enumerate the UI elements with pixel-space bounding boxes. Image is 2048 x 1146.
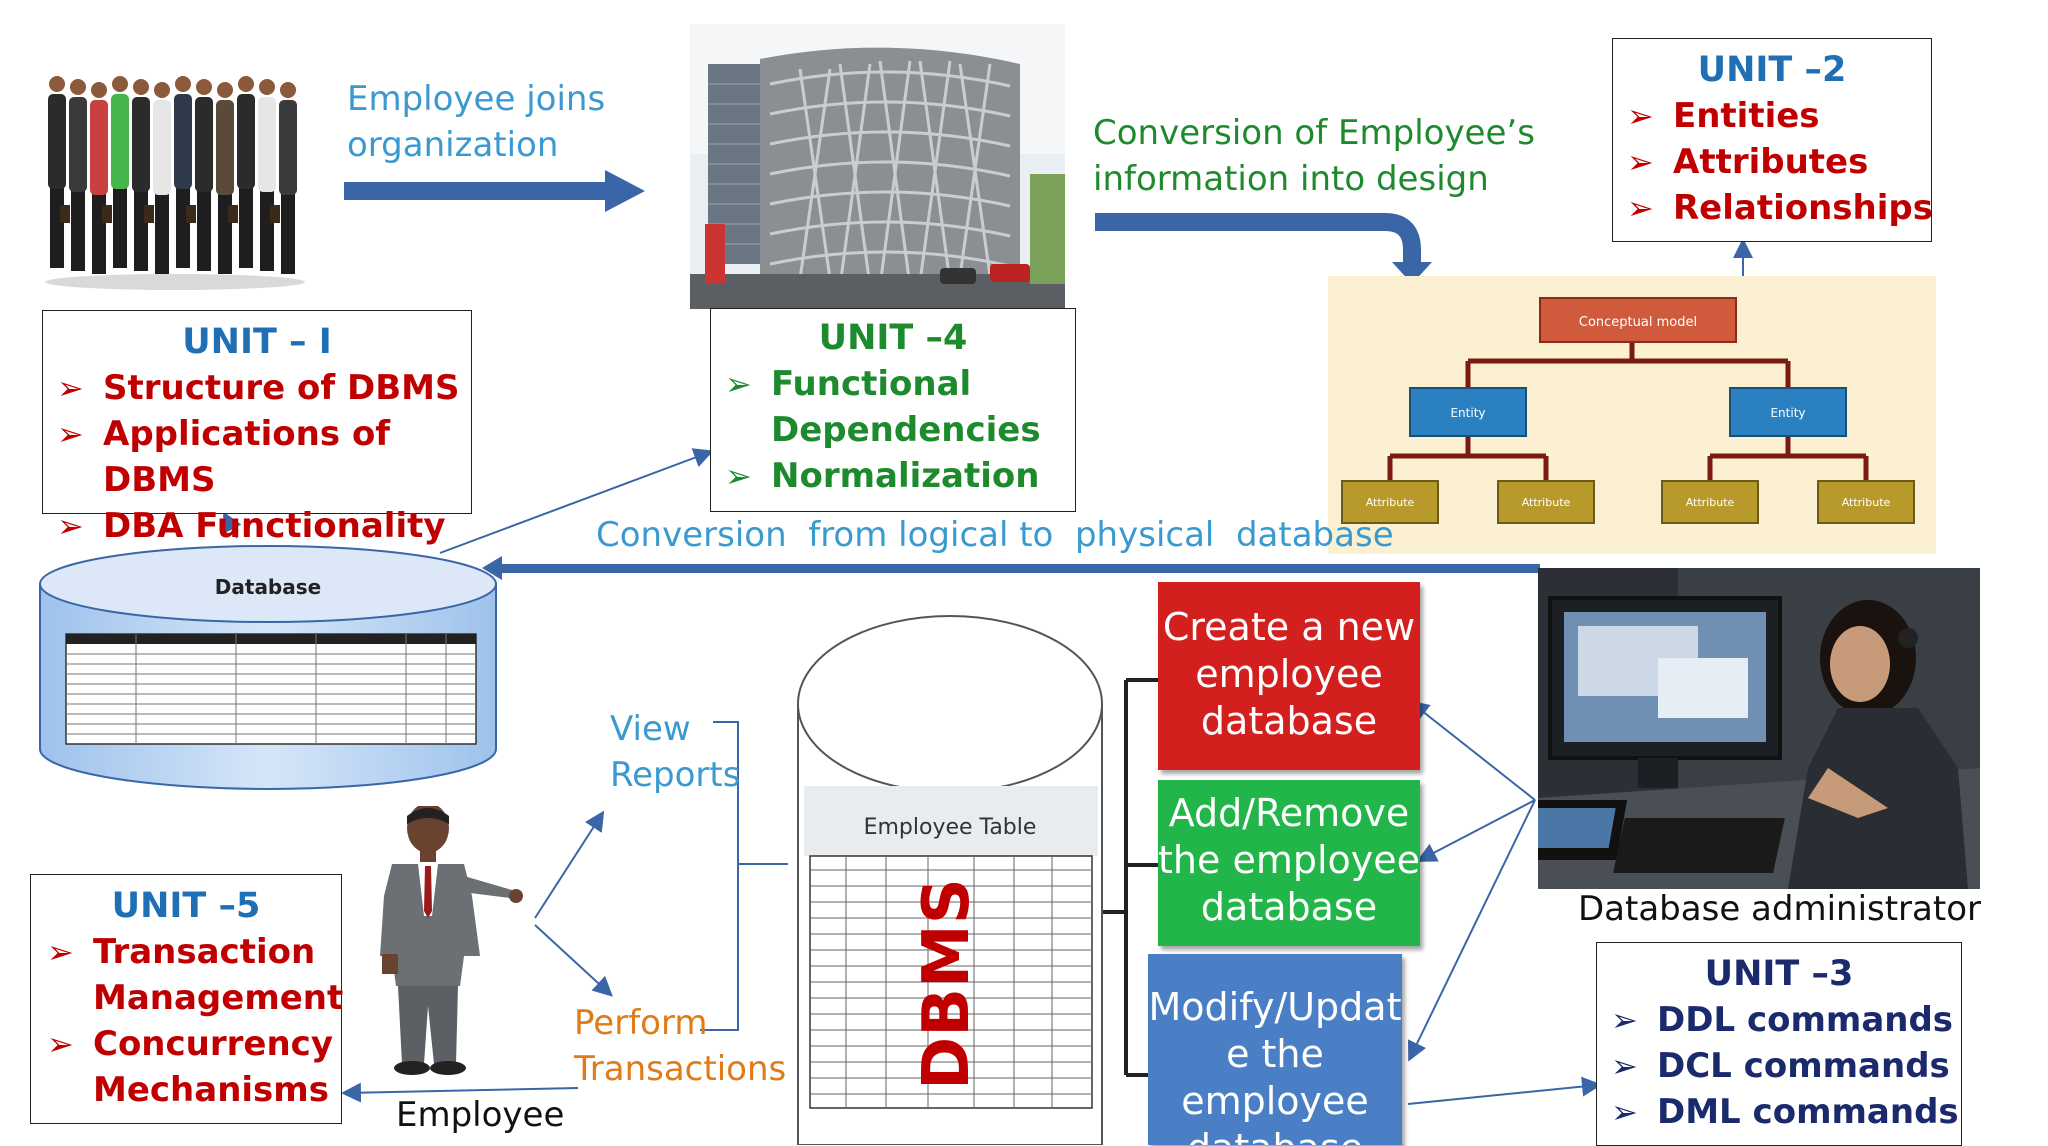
- employee-figure: [174, 76, 196, 268]
- caption-employee-joins: Employee joins organization: [347, 79, 606, 165]
- unit-list-item: ➢Relationships: [1613, 185, 1933, 231]
- physical-arrow: [482, 556, 1540, 580]
- database-cylinder: Database: [39, 545, 497, 790]
- unit-2-title: UNIT –2: [1697, 50, 1847, 90]
- unit-list-item: ➢Entities: [1613, 93, 1931, 139]
- unit-list-item: ➢DCL commands: [1597, 1043, 1961, 1089]
- employee-figure: [48, 76, 70, 268]
- arrow-bullet-icon: ➢: [1611, 1001, 1638, 1039]
- unit-5-box: UNIT –5 ➢Transaction Management ➢Concurr…: [30, 874, 344, 1124]
- caption-employee: Employee: [396, 1095, 565, 1135]
- arrow-bullet-icon: ➢: [57, 415, 84, 453]
- unit-3-title: UNIT –3: [1704, 954, 1854, 994]
- employee-table-title: Employee Table: [864, 815, 1037, 840]
- conceptual-attribute-label: Attribute: [1522, 496, 1571, 509]
- dbms-cylinder: Employee Table DBMS: [797, 615, 1103, 1145]
- unit-list-item: ➢DML commands: [1597, 1089, 1961, 1135]
- arrow-bullet-icon: ➢: [725, 457, 752, 495]
- unit-4-title: UNIT –4: [818, 318, 968, 358]
- unit-list-item: Dependencies: [771, 410, 1041, 450]
- arrow-bullet-icon: ➢: [57, 507, 84, 545]
- employee-figure: [195, 79, 213, 271]
- conceptual-attribute-label: Attribute: [1366, 496, 1415, 509]
- employee-person-image: [380, 806, 523, 1075]
- design-arrow: [1095, 213, 1432, 284]
- unit-2-box: UNIT –2 ➢Entities ➢Attributes ➢Relations…: [1612, 38, 1933, 242]
- unit-1-title: UNIT – I: [182, 322, 332, 362]
- conceptual-entity-label: Entity: [1770, 406, 1805, 420]
- unit-list-item: ➢DBA Functionality: [43, 503, 471, 549]
- caption-conversion-physical: Conversion from logical to physical data…: [596, 515, 1394, 555]
- arrow-bullet-icon: ➢: [57, 369, 84, 407]
- employees-group-image: [45, 76, 305, 290]
- arrow-bullet-icon: ➢: [725, 365, 752, 403]
- unit-list-item: ➢Applications of DBMS: [43, 411, 471, 503]
- arrow-bullet-icon: ➢: [1611, 1047, 1638, 1085]
- database-table: [65, 633, 477, 745]
- unit-5-title: UNIT –5: [111, 886, 261, 926]
- employee-figure: [111, 76, 129, 268]
- caption-perform-transactions: Perform Transactions: [574, 1003, 787, 1089]
- conceptual-root-label: Conceptual model: [1579, 315, 1697, 330]
- unit-list-item: ➢Structure of DBMS: [43, 365, 471, 411]
- unit-2-list: ➢Entities ➢Attributes ➢Relationships: [1613, 93, 1933, 231]
- arrow-bullet-icon: ➢: [47, 933, 74, 971]
- employee-figure: [69, 79, 87, 271]
- arrow-bullet-icon: ➢: [1627, 189, 1654, 227]
- caption-conversion-design: Conversion of Employee’s information int…: [1093, 113, 1535, 199]
- conceptual-attribute-label: Attribute: [1686, 496, 1735, 509]
- unit-list-item: ➢Concurrency: [31, 1021, 341, 1067]
- unit-4-list: ➢Functional Dependencies ➢Normalization: [711, 361, 1075, 499]
- unit-list-item: ➢Normalization: [711, 453, 1075, 499]
- dbms-label: DBMS: [910, 878, 984, 1090]
- arrow-bullet-icon: ➢: [1611, 1093, 1638, 1131]
- arrow-bullet-icon: ➢: [47, 1025, 74, 1063]
- conceptual-attribute-label: Attribute: [1842, 496, 1891, 509]
- ground-shadow: [45, 274, 305, 290]
- modify-database-block: Modify/Updat e the employee database: [1148, 954, 1402, 1145]
- unit-list-item: ➢Attributes: [1613, 139, 1931, 185]
- office-building-image: [690, 24, 1065, 309]
- conceptual-model-diagram: Conceptual model Entity Entity Attribute…: [1328, 276, 1936, 554]
- employee-table-grid: [809, 855, 1093, 1109]
- create-database-block: Create a new employee database: [1158, 582, 1420, 770]
- employee-figure: [216, 82, 238, 274]
- employee-figure: [90, 82, 112, 274]
- database-label: Database: [215, 575, 321, 599]
- unit-list-item: ➢Transaction: [31, 929, 341, 975]
- unit-3-list: ➢DDL commands ➢DCL commands ➢DML command…: [1597, 997, 1961, 1135]
- employee-figure: [153, 82, 171, 274]
- unit-list-item: Management: [93, 978, 344, 1018]
- unit-1-list: ➢Structure of DBMS ➢Applications of DBMS…: [43, 365, 471, 549]
- unit-list-item: ➢Functional: [711, 361, 1075, 407]
- unit-list-item: Mechanisms: [93, 1070, 329, 1110]
- arrow-bullet-icon: ➢: [1627, 143, 1654, 181]
- unit-5-list: ➢Transaction Management ➢Concurrency Mec…: [31, 929, 344, 1113]
- unit-list-item: ➢DDL commands: [1597, 997, 1961, 1043]
- conceptual-entity-label: Entity: [1450, 406, 1485, 420]
- employee-figure: [237, 76, 255, 268]
- arrow-bullet-icon: ➢: [1627, 97, 1654, 135]
- caption-database-administrator: Database administrator: [1578, 889, 1981, 929]
- join-arrow: [344, 170, 645, 212]
- caption-view-reports: View Reports: [610, 709, 741, 795]
- employee-figure: [132, 79, 154, 271]
- unit-3-box: UNIT –3 ➢DDL commands ➢DCL commands ➢DML…: [1596, 942, 1962, 1146]
- add-remove-database-block: Add/Remove the employee database: [1158, 780, 1420, 946]
- unit-4-box: UNIT –4 ➢Functional Dependencies ➢Normal…: [710, 308, 1076, 512]
- employee-figure: [279, 82, 297, 274]
- unit-1-box: UNIT – I ➢Structure of DBMS ➢Application…: [42, 310, 472, 546]
- employee-figure: [258, 79, 280, 271]
- database-administrator-image: [1538, 568, 1980, 889]
